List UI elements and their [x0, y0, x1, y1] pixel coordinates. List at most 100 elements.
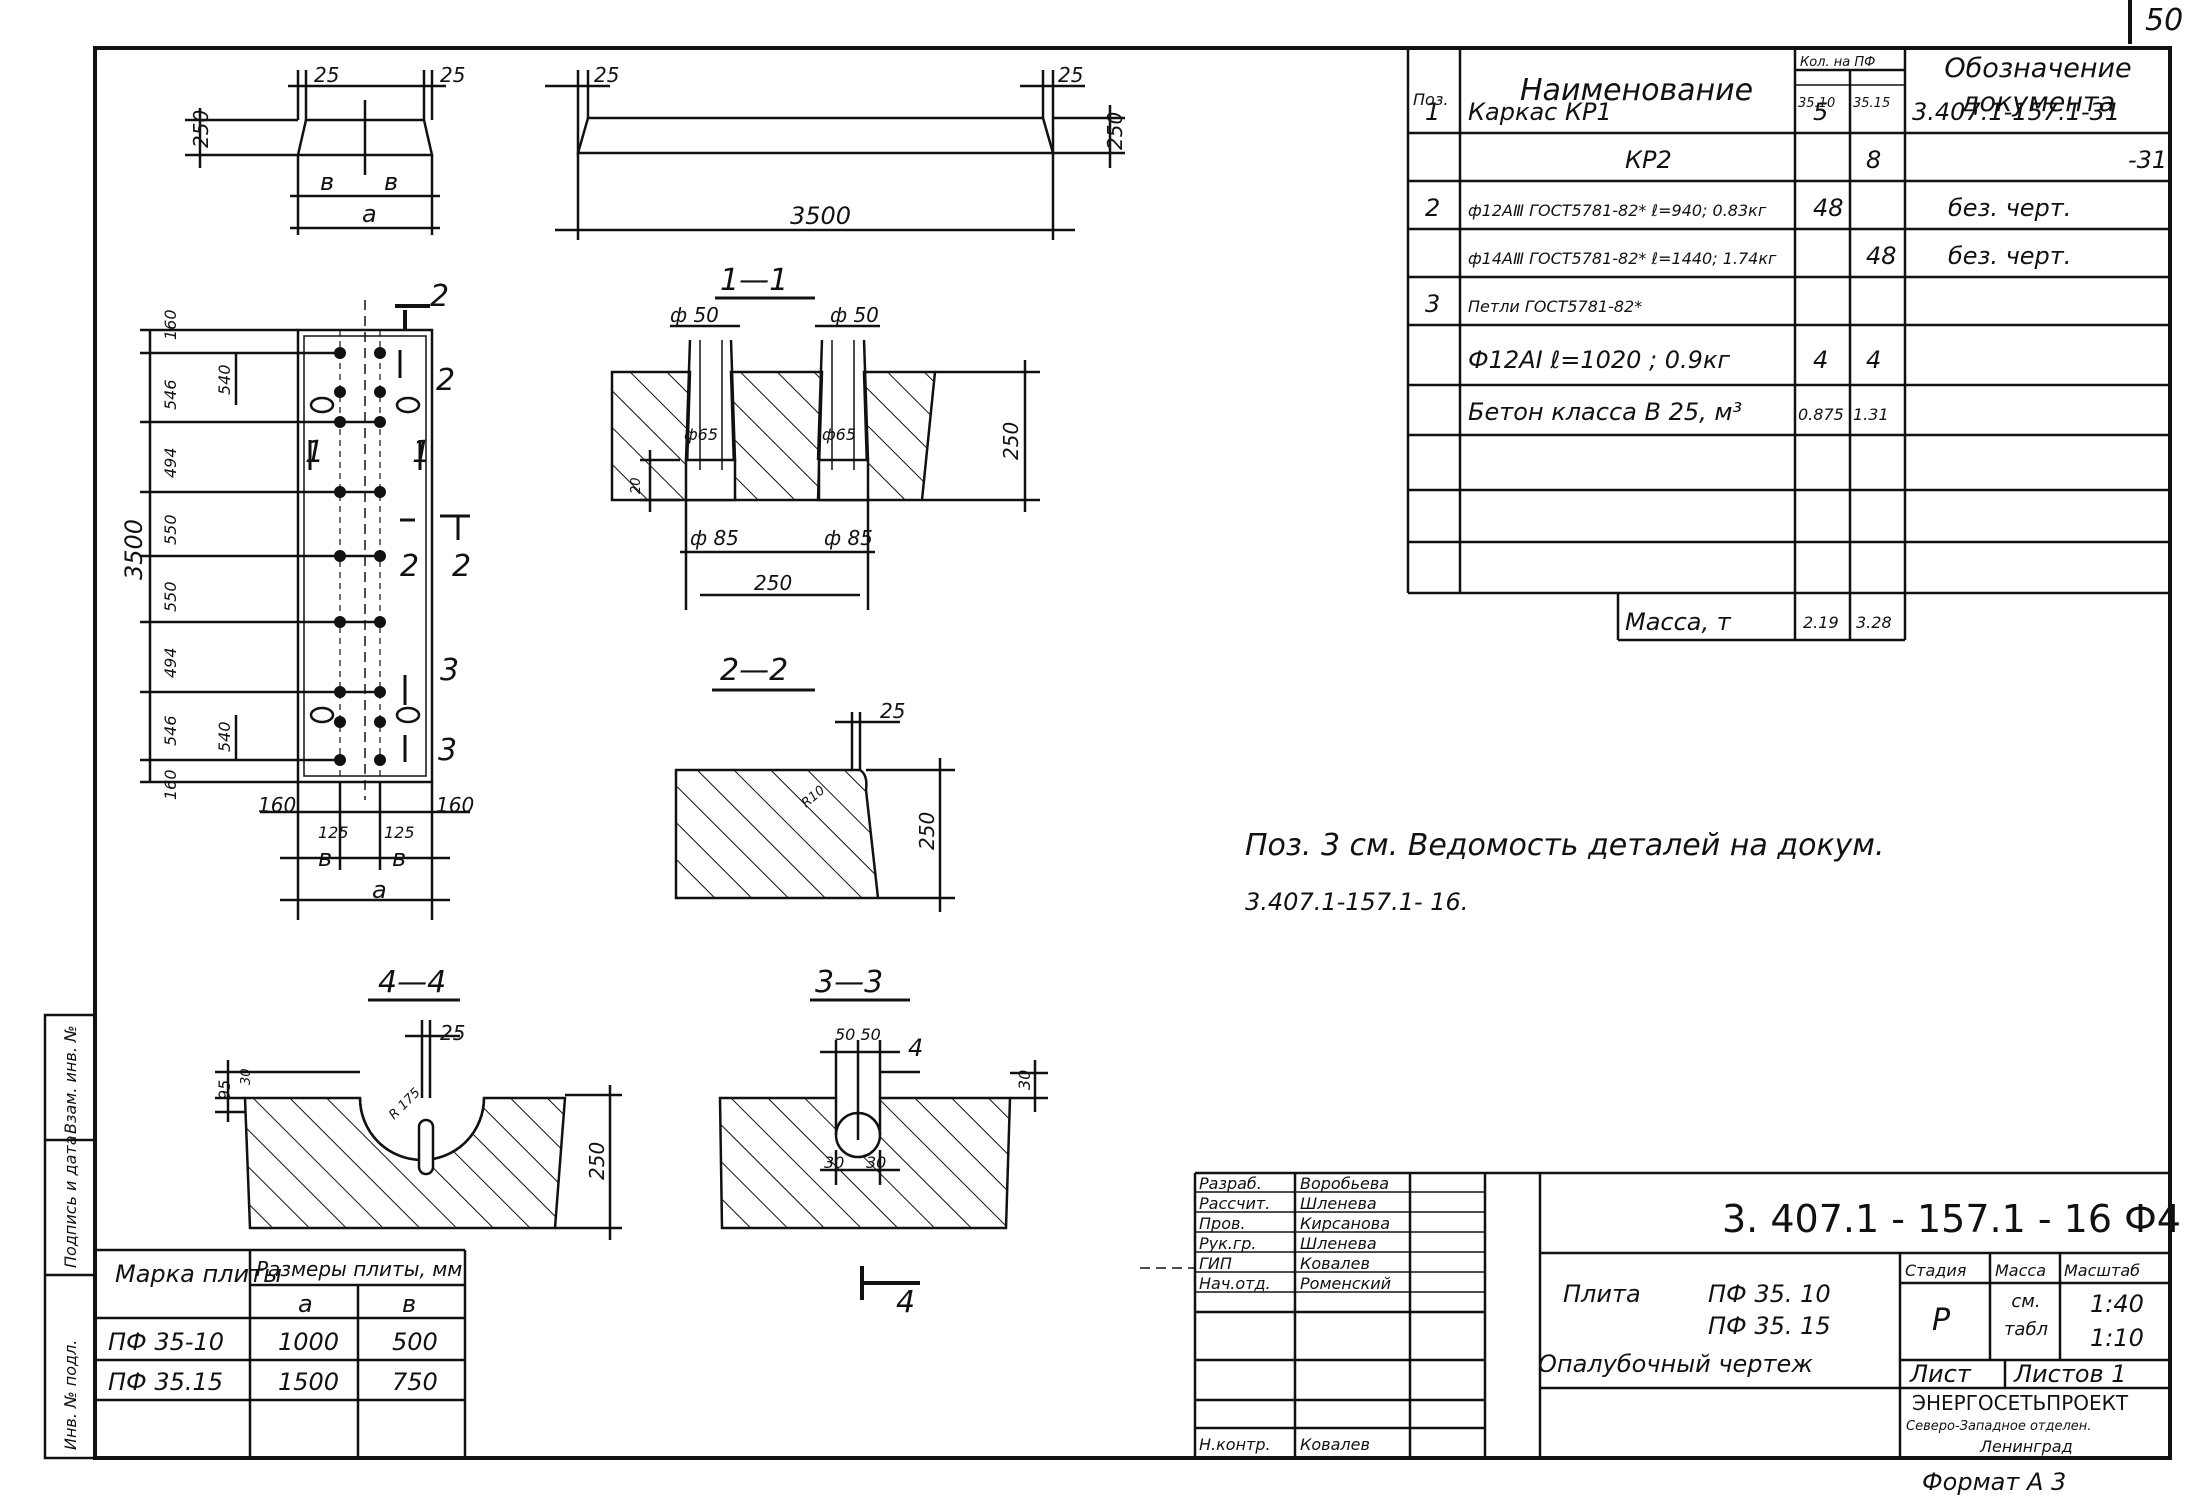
title-name-l3: Опалубочный чертеж — [1538, 1350, 1813, 1378]
title-mass-wrap: см. табл — [2004, 1291, 2048, 1340]
title-role: Разраб. — [1199, 1174, 1262, 1193]
title-role: Пров. — [1199, 1214, 1246, 1233]
dim-160-plan-right: 160 — [436, 793, 474, 817]
slab-cross-section — [185, 70, 446, 235]
spec-row-name: Петли ГОСТ5781-82* — [1468, 297, 1642, 316]
side-stamp — [43, 1013, 97, 1460]
title-role-name: Шленева — [1300, 1234, 1377, 1253]
dim-4-3-3: 4 — [908, 1034, 923, 1062]
dim-25-right: 25 — [440, 63, 465, 87]
spec-mass-b: 3.28 — [1856, 613, 1892, 632]
dim-25-4-4: 25 — [440, 1021, 465, 1045]
cut-mark-3-top: 3 — [440, 653, 459, 688]
dim-b-right: в — [384, 168, 398, 196]
spec-row-qty-b: 1.31 — [1853, 405, 1889, 424]
title-stage: Р — [1932, 1303, 1951, 1338]
dim-phi50-left: ф 50 — [670, 303, 719, 327]
spec-header-doc-wrap: Обозначение документа — [1944, 53, 2131, 118]
dim-phi85-right: ф 85 — [824, 526, 873, 550]
dim-125-right: 125 — [384, 823, 415, 842]
spec-row-pos: 2 — [1425, 194, 1440, 222]
section-2-view — [674, 712, 955, 912]
title-role-name: Шленева — [1300, 1194, 1377, 1213]
sheet-number-box: 50 — [2128, 0, 2183, 44]
title-block — [1140, 1171, 2170, 1458]
dim-160-bottom: 160 — [161, 769, 180, 800]
dim-250-4-4: 250 — [585, 1142, 609, 1180]
spec-row-name: Каркас КР1 — [1468, 98, 1612, 126]
spec-row-doc: 3.407.1-157.1-31 — [1912, 98, 2120, 126]
dim-20-1-1: 20 — [629, 477, 644, 494]
dim-25-elev-left: 25 — [594, 63, 619, 87]
cut-mark-2-top: 2 — [430, 279, 449, 314]
spec-row-pos: 3 — [1425, 290, 1440, 318]
dim-b-left: в — [320, 168, 334, 196]
title-scale-2: 1:10 — [2090, 1324, 2144, 1352]
dim-125-left: 125 — [318, 823, 349, 842]
marks-row-b: 750 — [392, 1368, 438, 1396]
dim-250-1-1: 250 — [999, 422, 1023, 460]
dim-160-plan-left: 160 — [258, 793, 296, 817]
dim-phi65-right: ф65 — [822, 425, 856, 444]
dim-550-top: 550 — [161, 514, 180, 545]
spec-row-name: Ф12АⅠ ℓ=1020 ; 0.9кг — [1468, 346, 1730, 374]
title-code: 3. 407.1 - 157.1 - 16 Ф4 — [1722, 1197, 2181, 1241]
spec-row-name: ф12АⅢ ГОСТ5781-82* ℓ=940; 0.83кг — [1468, 201, 1767, 220]
section-2-title: 2—2 — [720, 653, 788, 688]
cut-mark-3-bottom: 3 — [438, 733, 457, 768]
dim-546-bottom: 546 — [161, 715, 180, 746]
dim-a-section: а — [362, 200, 377, 228]
marks-row-b: 500 — [392, 1328, 438, 1356]
title-org-1: ЭНЕРГОСЕТЬПРОЕКТ — [1912, 1391, 2129, 1415]
dim-546-top: 546 — [161, 379, 180, 410]
spec-table — [1406, 48, 2170, 642]
dim-30-3-3-side: 30 — [1015, 1070, 1034, 1090]
drawing-frame — [93, 46, 2172, 1460]
dim-b-plan-left: в — [318, 844, 332, 872]
title-role-name: Ковалев — [1300, 1254, 1370, 1273]
dim-phi65-left: ф65 — [684, 425, 718, 444]
side-stamp-inv: Инв. № подл. — [61, 1340, 80, 1450]
spec-header-qty-a: 35.10 — [1798, 96, 1835, 111]
cut-mark-1-right: 1 — [412, 435, 431, 470]
title-org-3: Ленинград — [1979, 1437, 2073, 1456]
title-name-l1: Плита — [1563, 1280, 1641, 1308]
section-1-title: 1—1 — [720, 263, 788, 298]
slab-plan-view — [140, 300, 470, 920]
dim-13-4-4: 30 — [239, 1068, 254, 1085]
dim-494-bottom: 494 — [161, 647, 180, 678]
title-org-2: Северо-Западное отделен. — [1906, 1419, 2091, 1434]
dim-550-bottom: 550 — [161, 581, 180, 612]
plan-rebar-dots — [334, 347, 386, 766]
spec-row-qty-a: 4 — [1813, 346, 1828, 374]
dim-a-plan: а — [372, 876, 387, 904]
title-role: Рассчит. — [1199, 1194, 1270, 1213]
dim-540-top: 540 — [215, 364, 234, 395]
side-stamp-sign: Подпись и дата — [61, 1135, 80, 1268]
dim-250-2-2: 250 — [915, 812, 939, 850]
section-1-view — [610, 324, 1040, 610]
title-header-mass: Масса — [1995, 1261, 2046, 1280]
title-sheet: Лист — [1909, 1360, 1972, 1388]
spec-row-doc: -31 — [2128, 146, 2167, 174]
cut-mark-2-right: 2 — [436, 363, 455, 398]
dim-250-1-1-bottom: 250 — [754, 571, 792, 595]
spec-row-name: Бетон класса В 25, м³ — [1468, 398, 1742, 426]
marks-header-a: а — [298, 1290, 313, 1318]
dim-25-left: 25 — [314, 63, 339, 87]
section-4-title: 4—4 — [378, 965, 446, 1000]
dim-25-elev-right: 25 — [1058, 63, 1083, 87]
dim-3500-elev: 3500 — [790, 202, 851, 230]
title-role: Нач.отд. — [1199, 1274, 1271, 1293]
spec-header-name: Наименование — [1520, 73, 1753, 108]
spec-row-qty-b: 8 — [1866, 146, 1881, 174]
spec-mass-a: 2.19 — [1803, 613, 1839, 632]
spec-row-name: ф14АⅢ ГОСТ5781-82* ℓ=1440; 1.74кг — [1468, 249, 1777, 268]
dim-phi50-right: ф 50 — [830, 303, 879, 327]
format-label: Формат А 3 — [1922, 1468, 2066, 1496]
dim-b-plan-right: в — [392, 844, 406, 872]
title-name-l1b: ПФ 35. 10 — [1708, 1280, 1831, 1308]
dim-5050-3-3: 50 50 — [835, 1025, 881, 1044]
